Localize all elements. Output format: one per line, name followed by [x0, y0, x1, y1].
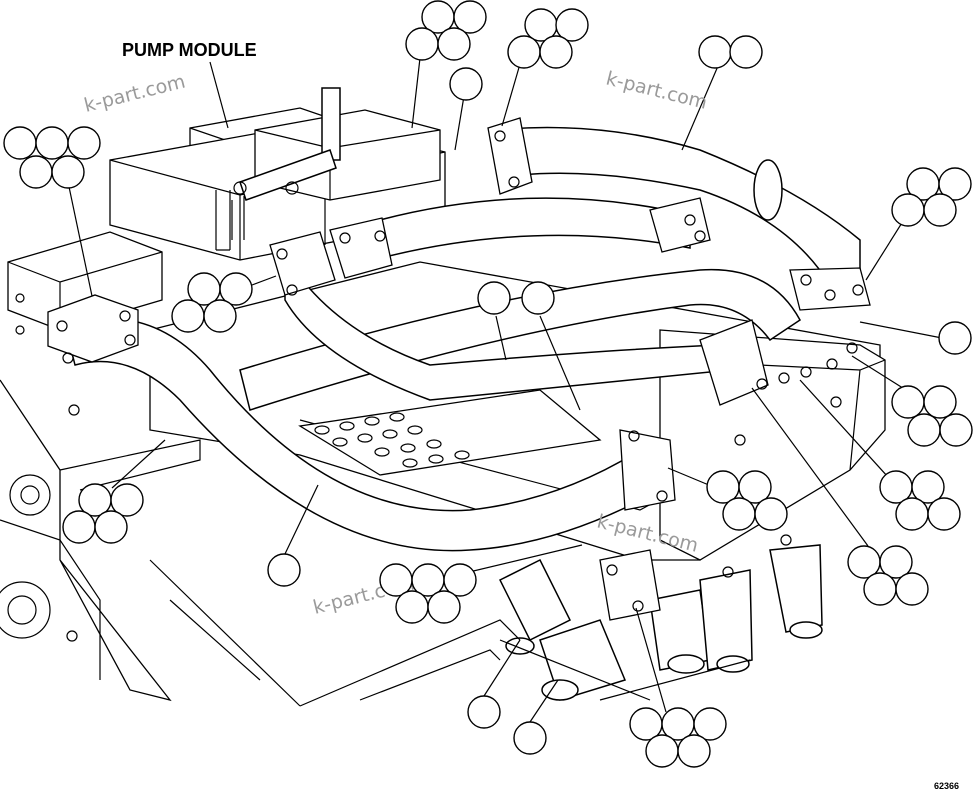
callout-bottom-a — [467, 695, 501, 729]
callout-right-single — [938, 321, 972, 355]
callout-top-a — [405, 0, 487, 61]
pump-module-label: PUMP MODULE — [122, 40, 257, 60]
callout-bottom — [629, 707, 727, 768]
callout-lower-mid — [706, 470, 788, 531]
bolts — [15, 130, 864, 642]
plate-holes — [314, 412, 470, 468]
watermark-top-left: k-part.com — [82, 70, 188, 116]
callout-top-right-pair — [698, 35, 763, 69]
callout-right-lower — [879, 470, 961, 531]
callout-bottom-left — [267, 553, 301, 587]
callout-right-bottom — [847, 545, 929, 606]
callout-left-lower — [62, 483, 144, 544]
callout-center-a — [477, 281, 511, 315]
callout-upper-left — [3, 126, 101, 189]
callout-right-upper — [891, 167, 972, 227]
callout-center-b — [521, 281, 555, 315]
callout-right-mid — [891, 385, 973, 447]
figure-number: 62366 — [934, 781, 959, 791]
callout-pump-left — [171, 272, 253, 333]
machine-drawing — [0, 87, 886, 707]
callout-top-b — [507, 8, 589, 69]
callout-bubbles — [3, 0, 973, 768]
callout-bottom-b — [513, 721, 547, 755]
callout-top-center — [449, 67, 483, 101]
callout-center-lower — [379, 563, 477, 624]
watermark-top-right: k-part.com — [604, 68, 710, 114]
